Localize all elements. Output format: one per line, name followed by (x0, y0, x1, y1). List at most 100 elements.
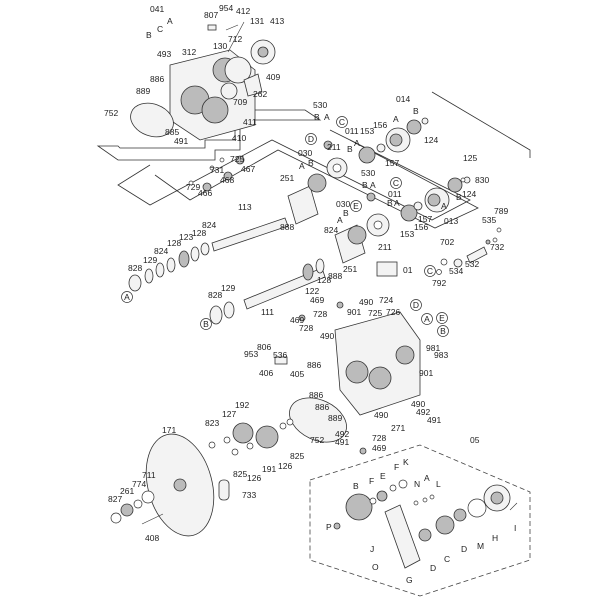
part-label-807: 807 (204, 10, 218, 20)
seal-733 (218, 479, 230, 501)
gears (208, 418, 294, 456)
ring-127 (223, 436, 231, 444)
circled-ref-ring (200, 318, 212, 330)
part-789 (496, 227, 502, 233)
plate-153a (358, 146, 376, 164)
circled-ref-ring (410, 299, 422, 311)
ring-F1 (369, 497, 377, 505)
circled-ref-a: A (421, 313, 433, 325)
part-label-792: 792 (432, 278, 446, 288)
part-A (422, 497, 428, 503)
bearing-123 (178, 250, 190, 268)
ring-825b (231, 448, 239, 456)
ring-129a (144, 268, 154, 284)
part-label-113: 113 (238, 202, 252, 212)
part-label-a: A (167, 16, 173, 26)
circled-ref-letter: C (427, 266, 433, 276)
bearing-D2 (453, 508, 467, 522)
subassembly-05-box (309, 444, 531, 597)
part-label-535: 535 (482, 215, 496, 225)
part-label-b: B (308, 158, 314, 168)
cylinder-013-hub (427, 193, 441, 207)
part-535 (485, 239, 491, 245)
part-label-a: A (337, 215, 343, 225)
part-label-h: H (492, 533, 498, 543)
part-label-156: 156 (414, 222, 428, 232)
pump-030a (307, 173, 327, 193)
part-label-490: 490 (359, 297, 373, 307)
circled-ref-ring (436, 312, 448, 324)
washer-211a-hole (332, 163, 342, 173)
shaft-113-group (128, 217, 289, 292)
part-label-124: 124 (462, 189, 476, 199)
circled-ref-ring (437, 325, 449, 337)
cover-171-hub (173, 478, 187, 492)
part-label-410: 410 (232, 133, 246, 143)
part-label-157: 157 (385, 158, 399, 168)
small-fittings-upper (188, 155, 245, 192)
part-468 (223, 171, 233, 181)
part-label-l: L (436, 479, 441, 489)
part-label-251: 251 (343, 264, 357, 274)
cover-131-hub (257, 46, 269, 58)
part-label-013: 013 (444, 216, 458, 226)
part-label-954: 954 (219, 3, 233, 13)
part-N (413, 500, 419, 506)
part-label-885: 885 (165, 127, 179, 137)
part-label-126: 126 (247, 473, 261, 483)
part-label-d: D (461, 544, 467, 554)
ring-825a (286, 418, 294, 426)
ring-F2 (389, 484, 397, 492)
main-housing (274, 301, 421, 455)
part-label-468: 468 (220, 175, 234, 185)
part-label-886: 886 (307, 360, 321, 370)
part-label-412: 412 (236, 6, 250, 16)
circled-ref-c: C (336, 116, 348, 128)
oring-702 (440, 258, 448, 266)
part-label-131: 131 (250, 16, 264, 26)
part-label-774: 774 (132, 479, 146, 489)
part-label-724: 724 (379, 295, 393, 305)
circled-ref-d: D (410, 299, 422, 311)
oring-709 (220, 82, 238, 100)
flange-251a (287, 185, 319, 225)
oring-729 (188, 180, 194, 186)
part-label-888: 888 (328, 271, 342, 281)
part-label-490: 490 (411, 399, 425, 409)
part-label-a: A (424, 473, 430, 483)
gasket-752-lower (289, 397, 347, 443)
circled-ref-letter: A (424, 314, 430, 324)
circled-ref-e: E (436, 312, 448, 324)
subassembly-05-parts (333, 479, 518, 569)
part-label-a: A (393, 114, 399, 124)
circled-ref-e: E (350, 200, 362, 212)
part-label-825: 825 (290, 451, 304, 461)
part-label-726: 726 (386, 307, 400, 317)
part-label-030: 030 (336, 199, 350, 209)
part-label-k: K (403, 457, 409, 467)
part-label-491: 491 (174, 136, 188, 146)
ring-126a (279, 422, 287, 430)
gear-191 (255, 425, 279, 449)
part-label-490: 490 (320, 331, 334, 341)
part-label-752: 752 (104, 108, 118, 118)
part-label-e: E (380, 471, 386, 481)
part-label-a: A (299, 161, 305, 171)
ring-126b (246, 442, 254, 450)
circled-ref-a: A (121, 291, 133, 303)
outline-upper-frame (96, 109, 322, 161)
part-label-825: 825 (233, 469, 247, 479)
part-label-156: 156 (373, 120, 387, 130)
part-label-i: I (514, 523, 516, 533)
screw-532 (466, 246, 488, 264)
housing-port-a (345, 360, 369, 384)
assembly-outline-frames (96, 91, 531, 229)
part-label-n: N (414, 479, 420, 489)
part-label-b: B (456, 192, 462, 202)
part-label-011: 011 (345, 126, 359, 136)
part-label-728: 728 (299, 323, 313, 333)
part-label-728: 728 (372, 433, 386, 443)
circled-ref-letter: E (439, 313, 445, 323)
part-label-411: 411 (243, 117, 257, 127)
